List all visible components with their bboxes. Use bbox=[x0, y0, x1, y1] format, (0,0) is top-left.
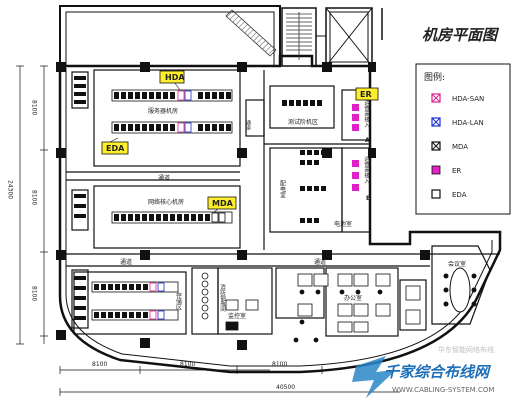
tag-hda: HDA bbox=[165, 73, 185, 82]
room-access-b-label: 运营商接入 bbox=[363, 155, 370, 184]
staircase bbox=[286, 12, 312, 60]
interior-walls bbox=[66, 69, 500, 337]
room-a-marker: A bbox=[365, 137, 370, 144]
watermark-logo bbox=[352, 356, 396, 398]
legend-label-hda-san: HDA-SAN bbox=[452, 95, 484, 103]
tag-mda: MDA bbox=[212, 199, 234, 208]
dim-left-total: 24300 bbox=[7, 180, 14, 199]
room-corridor2-label: 通道 bbox=[120, 258, 132, 266]
room-test-label: 测试阶机区 bbox=[288, 118, 318, 126]
rack-cells bbox=[74, 76, 326, 320]
legend-label-eda: EDA bbox=[452, 191, 467, 199]
room-labels: 服务器机房 通道 网络核心机房 通道 通道 通道 测试阶机区 电池室 办公室 监… bbox=[120, 99, 466, 320]
watermark-slogan: 华东智能网络布线 bbox=[438, 345, 494, 354]
left-dimensions bbox=[16, 65, 48, 345]
dim-bottom-3: 8100 bbox=[272, 361, 287, 368]
er-racks bbox=[352, 104, 359, 191]
office-desks bbox=[225, 273, 421, 343]
legend-item-er: ER bbox=[431, 165, 461, 175]
room-power-label: 配电室 bbox=[279, 180, 286, 198]
legend: 图例: HDA-SAN HDA-LAN MDA ER EDA bbox=[415, 63, 511, 215]
legend-label-hda-lan: HDA-LAN bbox=[452, 119, 484, 127]
dim-bottom-2: 8100 bbox=[180, 361, 195, 368]
room-network-label: 网络核心机房 bbox=[148, 198, 184, 206]
room-access-a-label: 运营商接入 bbox=[363, 99, 370, 128]
dim-bottom-total: 40500 bbox=[276, 384, 295, 391]
legend-item-mda: MDA bbox=[431, 141, 468, 151]
tag-er: ER bbox=[360, 90, 372, 99]
room-server-label: 服务器机房 bbox=[148, 107, 178, 115]
room-ups-label: 电池室 bbox=[334, 220, 352, 228]
hda-racks bbox=[149, 90, 226, 320]
page-title: 机房平面图 bbox=[422, 26, 500, 44]
watermark-brand: 千家综合布线网 bbox=[384, 363, 492, 381]
fire-cylinders bbox=[201, 272, 209, 320]
room-corridor4-label: 通道 bbox=[245, 119, 251, 131]
room-office-label: 办公室 bbox=[344, 294, 362, 302]
bottom-dimensions bbox=[59, 366, 400, 396]
legend-item-hda-lan: HDA-LAN bbox=[431, 117, 484, 127]
dim-bottom-1: 8100 bbox=[92, 361, 107, 368]
columns bbox=[56, 62, 430, 350]
watermark-url: WWW.CABLING-SYSTEM.COM bbox=[392, 386, 494, 394]
dim-left-2: 8100 bbox=[31, 190, 38, 205]
legend-item-hda-san: HDA-SAN bbox=[431, 93, 484, 103]
legend-label-er: ER bbox=[452, 167, 461, 175]
room-corridor3-label: 通道 bbox=[314, 258, 326, 266]
legend-label-mda: MDA bbox=[452, 143, 468, 151]
room-meeting-label: 会议室 bbox=[448, 260, 466, 268]
dim-left-3: 8100 bbox=[31, 286, 38, 301]
room-storage-label: 存储区 bbox=[175, 291, 182, 310]
tag-callouts: HDA EDA MDA ER bbox=[101, 70, 379, 213]
room-fire-label: 消防钢瓶间 bbox=[219, 283, 226, 313]
meeting-table bbox=[443, 267, 477, 313]
dim-left-1: 8100 bbox=[31, 100, 38, 115]
legend-item-eda: EDA bbox=[431, 189, 467, 199]
room-b-marker: B bbox=[366, 195, 371, 202]
entrance-ramp bbox=[225, 9, 277, 57]
room-monitor-label: 监控室 bbox=[228, 312, 246, 320]
tag-eda: EDA bbox=[106, 144, 125, 153]
room-corridor1-label: 通道 bbox=[158, 174, 170, 182]
legend-heading: 图例: bbox=[424, 71, 445, 83]
watermark: 华东智能网络布线 千家综合布线网 WWW.CABLING-SYSTEM.COM bbox=[352, 345, 494, 398]
